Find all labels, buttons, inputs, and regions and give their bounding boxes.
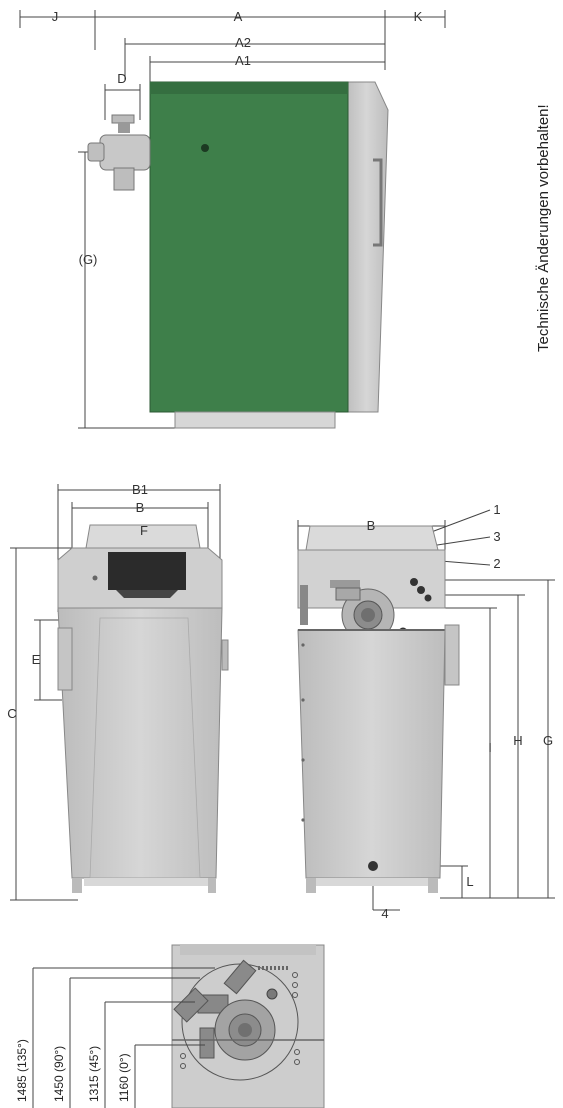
rear-view bbox=[297, 509, 555, 911]
dim-a-label: A bbox=[234, 9, 243, 24]
dim-k-label: K bbox=[414, 9, 423, 24]
connection-2-label: 2 bbox=[493, 556, 500, 571]
dim-c-label: C bbox=[7, 706, 16, 721]
connection-4-label: 4 bbox=[381, 906, 388, 921]
dim-a1-label: A1 bbox=[235, 53, 251, 68]
connection-3-label: 3 bbox=[493, 529, 500, 544]
connection-1-label: 1 bbox=[493, 502, 500, 517]
rotation-135-label: 1485 (135°) bbox=[15, 1039, 29, 1102]
dim-j-label: J bbox=[52, 9, 59, 24]
dim-b1-label: B1 bbox=[132, 482, 148, 497]
rotation-45-label: 1315 (45°) bbox=[87, 1046, 101, 1102]
dim-i-label: I bbox=[488, 740, 492, 755]
burner-rotation-view bbox=[32, 944, 325, 1108]
dim-e-label: E bbox=[32, 652, 41, 667]
rotation-90-label: 1450 (90°) bbox=[52, 1046, 66, 1102]
dim-g-side-label: (G) bbox=[79, 252, 98, 267]
dim-g-label: G bbox=[543, 733, 553, 748]
dim-d-label: D bbox=[117, 71, 126, 86]
dim-b-front-label: B bbox=[136, 500, 145, 515]
dim-h-label: H bbox=[513, 733, 522, 748]
dim-b-rear-label: B bbox=[367, 518, 376, 533]
front-view bbox=[10, 484, 229, 901]
rotation-0-label: 1160 (0°) bbox=[117, 1053, 131, 1102]
technical-changes-note: Technische Änderungen vorbehalten! bbox=[535, 104, 552, 352]
dim-a2-label: A2 bbox=[235, 35, 251, 50]
dim-l-label: L bbox=[466, 874, 473, 889]
dim-f-label: F bbox=[140, 523, 148, 538]
side-view bbox=[19, 10, 446, 429]
